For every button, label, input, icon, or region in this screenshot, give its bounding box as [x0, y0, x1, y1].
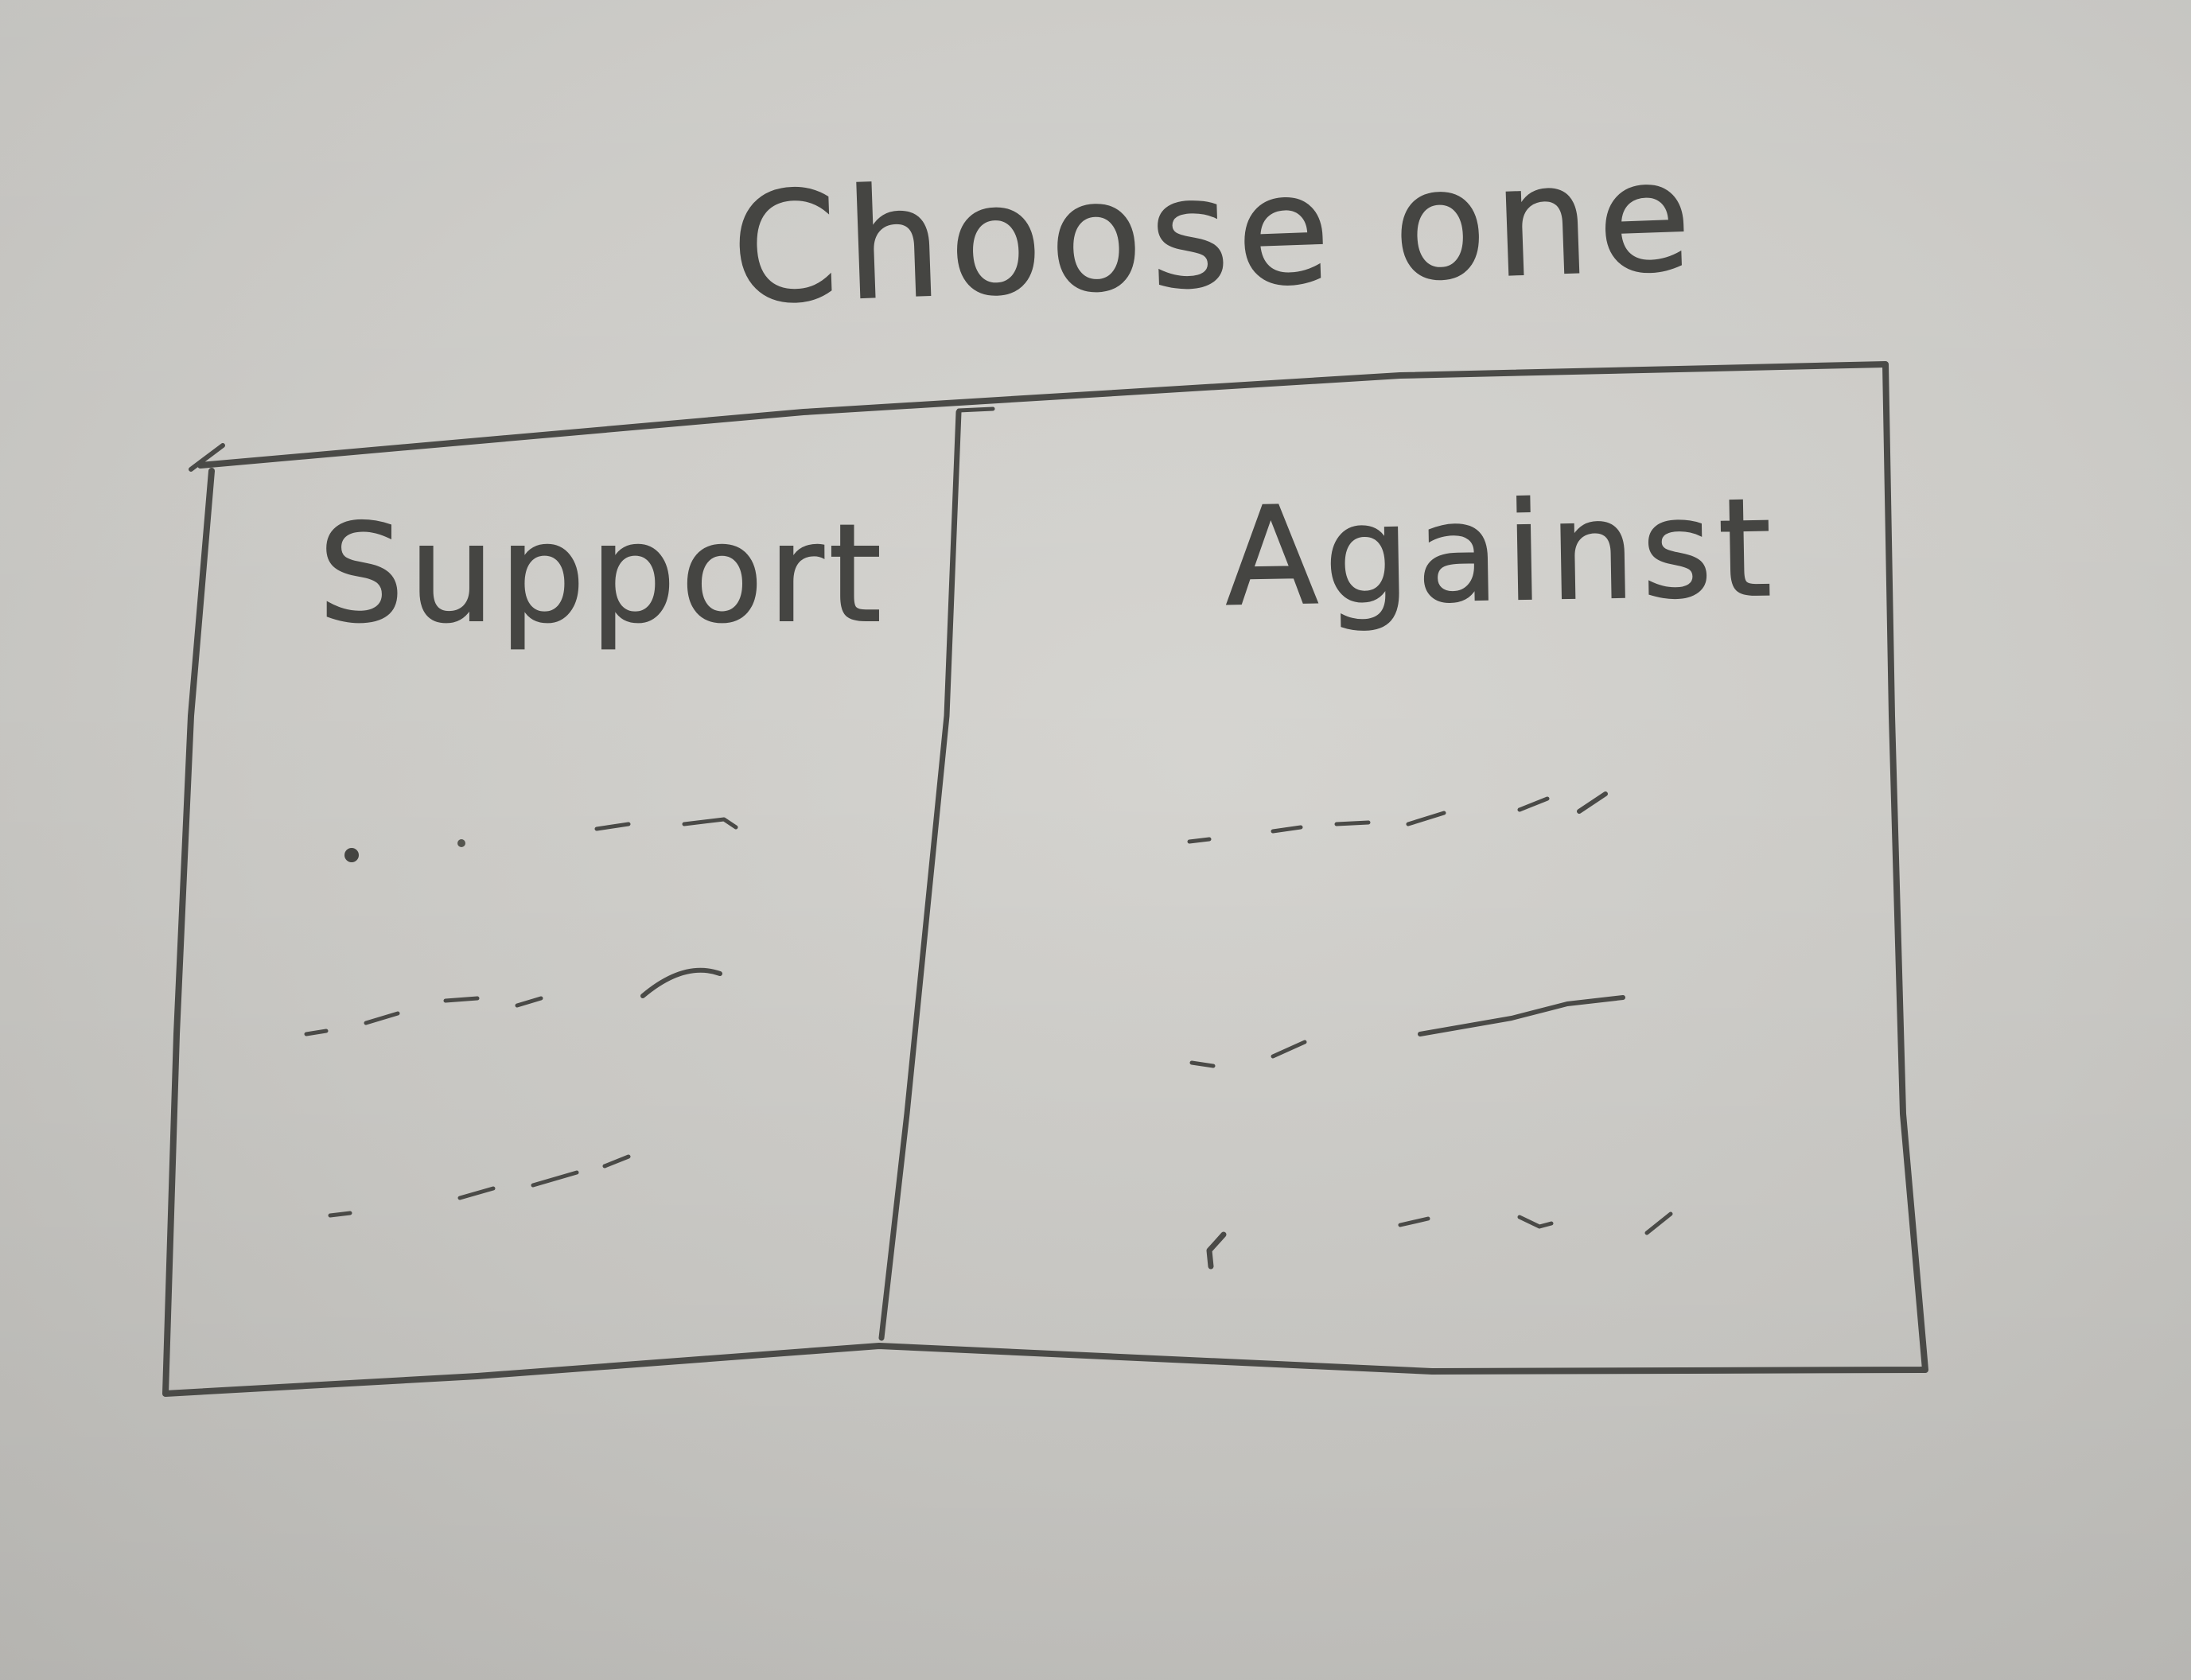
- option-against[interactable]: Against: [1187, 469, 1780, 1270]
- support-placeholder-lines: [304, 817, 738, 1218]
- corner-flick: [189, 443, 225, 472]
- support-label: Support: [318, 496, 886, 653]
- option-support[interactable]: Support: [304, 495, 886, 1218]
- against-label: Against: [1224, 469, 1779, 636]
- column-divider: [878, 409, 962, 1341]
- choice-box-outline: [162, 361, 1928, 1397]
- against-placeholder-lines: [1187, 791, 1673, 1270]
- page-title: Choose one: [729, 128, 1701, 337]
- divider-top-tick: [956, 406, 995, 413]
